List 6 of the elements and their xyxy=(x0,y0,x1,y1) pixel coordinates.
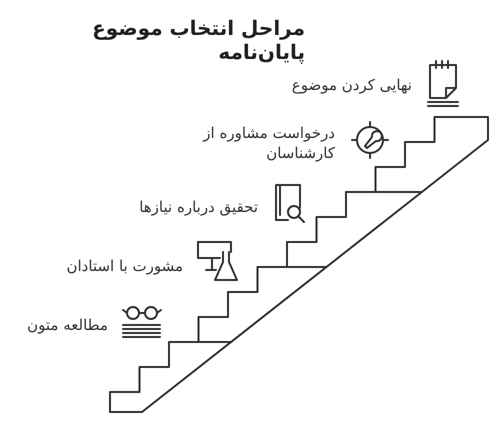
step-label: تحقیق درباره نیازها xyxy=(139,197,258,217)
step-label: مشورت با استادان xyxy=(66,256,183,276)
step-label: نهایی کردن موضوع xyxy=(292,75,412,95)
step-label: درخواست مشاوره از کارشناسان xyxy=(202,123,335,163)
step-label: مطالعه متون xyxy=(27,315,108,335)
title: مراحل انتخاب موضوع پایان‌نامه xyxy=(91,16,305,64)
